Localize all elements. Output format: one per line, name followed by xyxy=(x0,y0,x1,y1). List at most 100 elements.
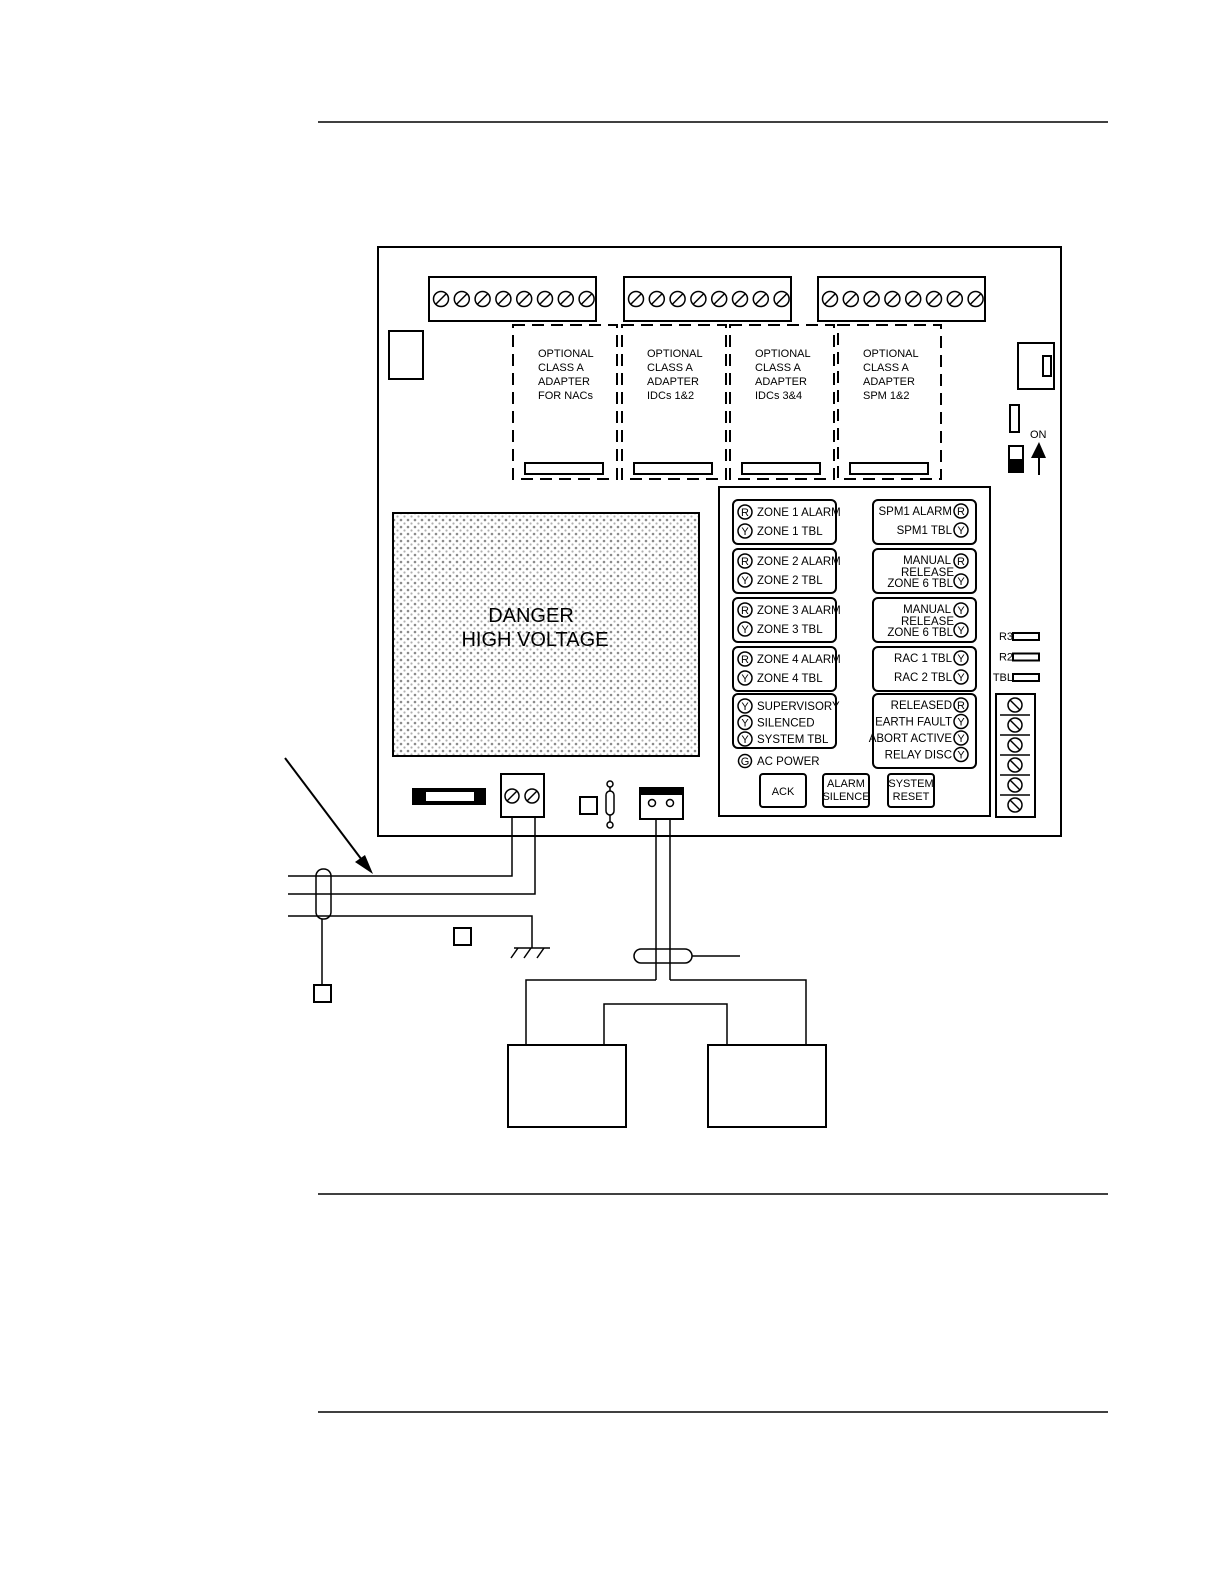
button-label: ACK xyxy=(772,786,795,798)
led-label: ZONE 3 TBL xyxy=(757,624,823,636)
led-label: RELEASED xyxy=(891,700,952,712)
relay-led-label: TBL xyxy=(993,672,1013,684)
led-label: RELAY DISC xyxy=(885,750,952,762)
led-icon xyxy=(953,622,969,638)
ac-power-label: AC POWER xyxy=(757,756,820,768)
adapter-3-text: IDCs 3&4 xyxy=(755,390,802,402)
ground-marker-square xyxy=(579,796,598,815)
led-letter: R xyxy=(957,556,965,568)
relay-led-icon xyxy=(1012,632,1040,641)
output-terminal-bar xyxy=(640,788,683,795)
relay-led-label: R2 xyxy=(999,652,1013,664)
led-icon xyxy=(737,504,753,520)
led-letter: Y xyxy=(741,624,749,636)
adapter-3-text: CLASS A xyxy=(755,362,802,374)
button-label: SILENCE xyxy=(822,791,869,803)
terminal-screw xyxy=(432,290,450,308)
relay-terminal-screw xyxy=(1007,697,1023,713)
led-letter: R xyxy=(741,507,749,519)
switch-on-label: ON xyxy=(1030,429,1047,441)
led-icon xyxy=(737,602,753,618)
led-letter: R xyxy=(741,654,749,666)
adapter-4-text: SPM 1&2 xyxy=(863,390,909,402)
terminal-block-1 xyxy=(428,276,597,322)
led-icon xyxy=(953,697,969,713)
adapter-slot-2 xyxy=(621,324,727,480)
adapter-4-text: CLASS A xyxy=(863,362,910,374)
led-letter: Y xyxy=(741,526,749,538)
led-letter: Y xyxy=(741,734,749,746)
terminal-screw xyxy=(731,290,749,308)
led-letter: Y xyxy=(957,653,965,665)
terminal-block-2 xyxy=(623,276,792,322)
top-terminal-blocks xyxy=(428,276,986,322)
led-icon xyxy=(737,714,753,731)
terminal-screw xyxy=(710,290,728,308)
ac-terminal-screw-2 xyxy=(524,788,540,804)
terminal-screw xyxy=(884,290,901,308)
adapter-1-text: OPTIONAL xyxy=(538,348,594,360)
on-arrow-icon xyxy=(1031,442,1046,458)
pointer-arrow-icon xyxy=(355,855,373,874)
led-icon xyxy=(953,573,969,589)
led-letter: Y xyxy=(957,625,965,637)
ac-terminal-block xyxy=(500,773,545,818)
led-label: SPM1 ALARM xyxy=(879,506,953,518)
adapter-1-text: CLASS A xyxy=(538,362,585,374)
resistor-icon xyxy=(605,780,615,829)
ac-wiring xyxy=(288,817,536,1003)
led-letter: Y xyxy=(957,605,965,617)
led-icon xyxy=(953,713,969,730)
jumper xyxy=(1009,404,1020,433)
earth-ground-icon xyxy=(510,947,550,959)
led-letter: Y xyxy=(957,576,965,588)
relay-terminal-strip xyxy=(995,693,1036,818)
terminal-screw xyxy=(773,290,790,308)
led-label: RAC 2 TBL xyxy=(894,672,953,684)
led-label: ZONE 1 ALARM xyxy=(757,507,841,519)
led-icon xyxy=(737,621,753,637)
led-letter: R xyxy=(957,700,965,712)
terminal-screw xyxy=(842,290,860,308)
relay-terminal-screw xyxy=(1007,737,1023,753)
led-letter: Y xyxy=(957,525,965,537)
led-letter: R xyxy=(741,556,749,568)
adapter-4-text: ADAPTER xyxy=(863,376,915,388)
led-icon xyxy=(953,746,969,763)
device-box-left xyxy=(507,1044,627,1128)
adapter-connector-4 xyxy=(849,462,929,475)
adapter-connector-2 xyxy=(633,462,713,475)
terminal-screw xyxy=(690,290,707,308)
terminal-screw xyxy=(669,290,686,308)
led-label: ZONE 6 TBL xyxy=(887,627,953,639)
button-label: SYSTEM xyxy=(888,778,933,790)
high-voltage-area xyxy=(392,512,700,757)
button-ack[interactable]: ACK xyxy=(759,773,807,808)
led-letter: Y xyxy=(957,750,965,762)
led-letter: Y xyxy=(741,673,749,685)
dip-switch-lever xyxy=(1010,459,1022,471)
led-icon xyxy=(737,651,753,667)
button-label: ALARM xyxy=(827,778,865,790)
led-icon xyxy=(737,731,753,747)
led-label: ZONE 6 TBL xyxy=(887,578,953,590)
led-label: RAC 1 TBL xyxy=(894,653,953,665)
led-label: ZONE 4 ALARM xyxy=(757,654,841,666)
led-label: SPM1 TBL xyxy=(897,525,953,537)
danger-line2: HIGH VOLTAGE xyxy=(461,629,608,651)
adapter-connector-1 xyxy=(524,462,604,475)
terminal-screw xyxy=(536,290,554,308)
danger-line1: DANGER xyxy=(488,605,574,627)
led-icon xyxy=(737,698,753,714)
